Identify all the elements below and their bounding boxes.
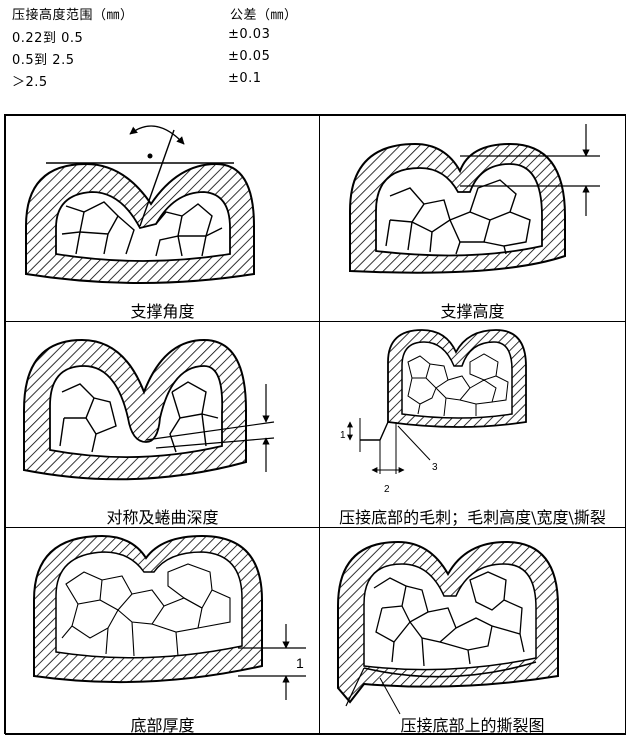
callout-label: 1 (340, 430, 346, 441)
tolerance-cell: ±0.05 (228, 49, 271, 64)
figure-caption: 压接底部上的撕裂图 (400, 716, 545, 735)
callout-label: 3 (432, 462, 438, 473)
range-cell: 0.5到 2.5 (12, 53, 75, 68)
callout-label: 1 (296, 655, 304, 671)
figure-crimp-burr: 1 2 3 压接底部的毛刺；毛刺高度\宽度\撕裂 (319, 321, 626, 528)
support-angle-diagram (25, 125, 255, 284)
figure-caption: 支撑高度 (440, 302, 505, 321)
bottom-thickness-diagram: 1 (33, 534, 306, 700)
tolerance-table: 压接高度范围（㎜） 公差（㎜） 0.22到 0.5 ±0.03 0.5到 2.5… (0, 0, 631, 100)
figure-caption: 压接底部的毛刺；毛刺高度\宽度\撕裂 (339, 508, 606, 527)
tolerance-cell: ±0.03 (228, 27, 271, 42)
figure-crimp-bottom-tear: 压接底部上的撕裂图 (319, 527, 626, 735)
range-cell: ＞2.5 (12, 75, 48, 90)
range-header: 压接高度范围（㎜） (12, 8, 134, 23)
figure-support-angle: 支撑角度 (5, 115, 320, 322)
figure-caption: 对称及蜷曲深度 (106, 508, 219, 527)
figure-bottom-thickness: 1 底部厚度 (5, 527, 320, 735)
crimp-bottom-tear-diagram (337, 540, 559, 715)
range-cell: 0.22到 0.5 (12, 31, 84, 46)
tolerance-cell: ±0.1 (228, 71, 262, 86)
support-height-diagram (349, 124, 600, 274)
figure-caption: 支撑角度 (130, 302, 195, 321)
tolerance-header: 公差（㎜） (230, 8, 298, 23)
callout-label: 2 (384, 484, 390, 495)
figure-support-height: 支撑高度 (319, 115, 626, 322)
crimp-burr-diagram: 1 2 3 (340, 329, 527, 495)
symmetry-curl-diagram (23, 338, 275, 481)
crimp-figure-grid: 支撑角度 支撑高度 (4, 114, 626, 735)
figure-symmetry-curl-depth: 对称及蜷曲深度 (5, 321, 320, 528)
figure-caption: 底部厚度 (130, 716, 195, 735)
